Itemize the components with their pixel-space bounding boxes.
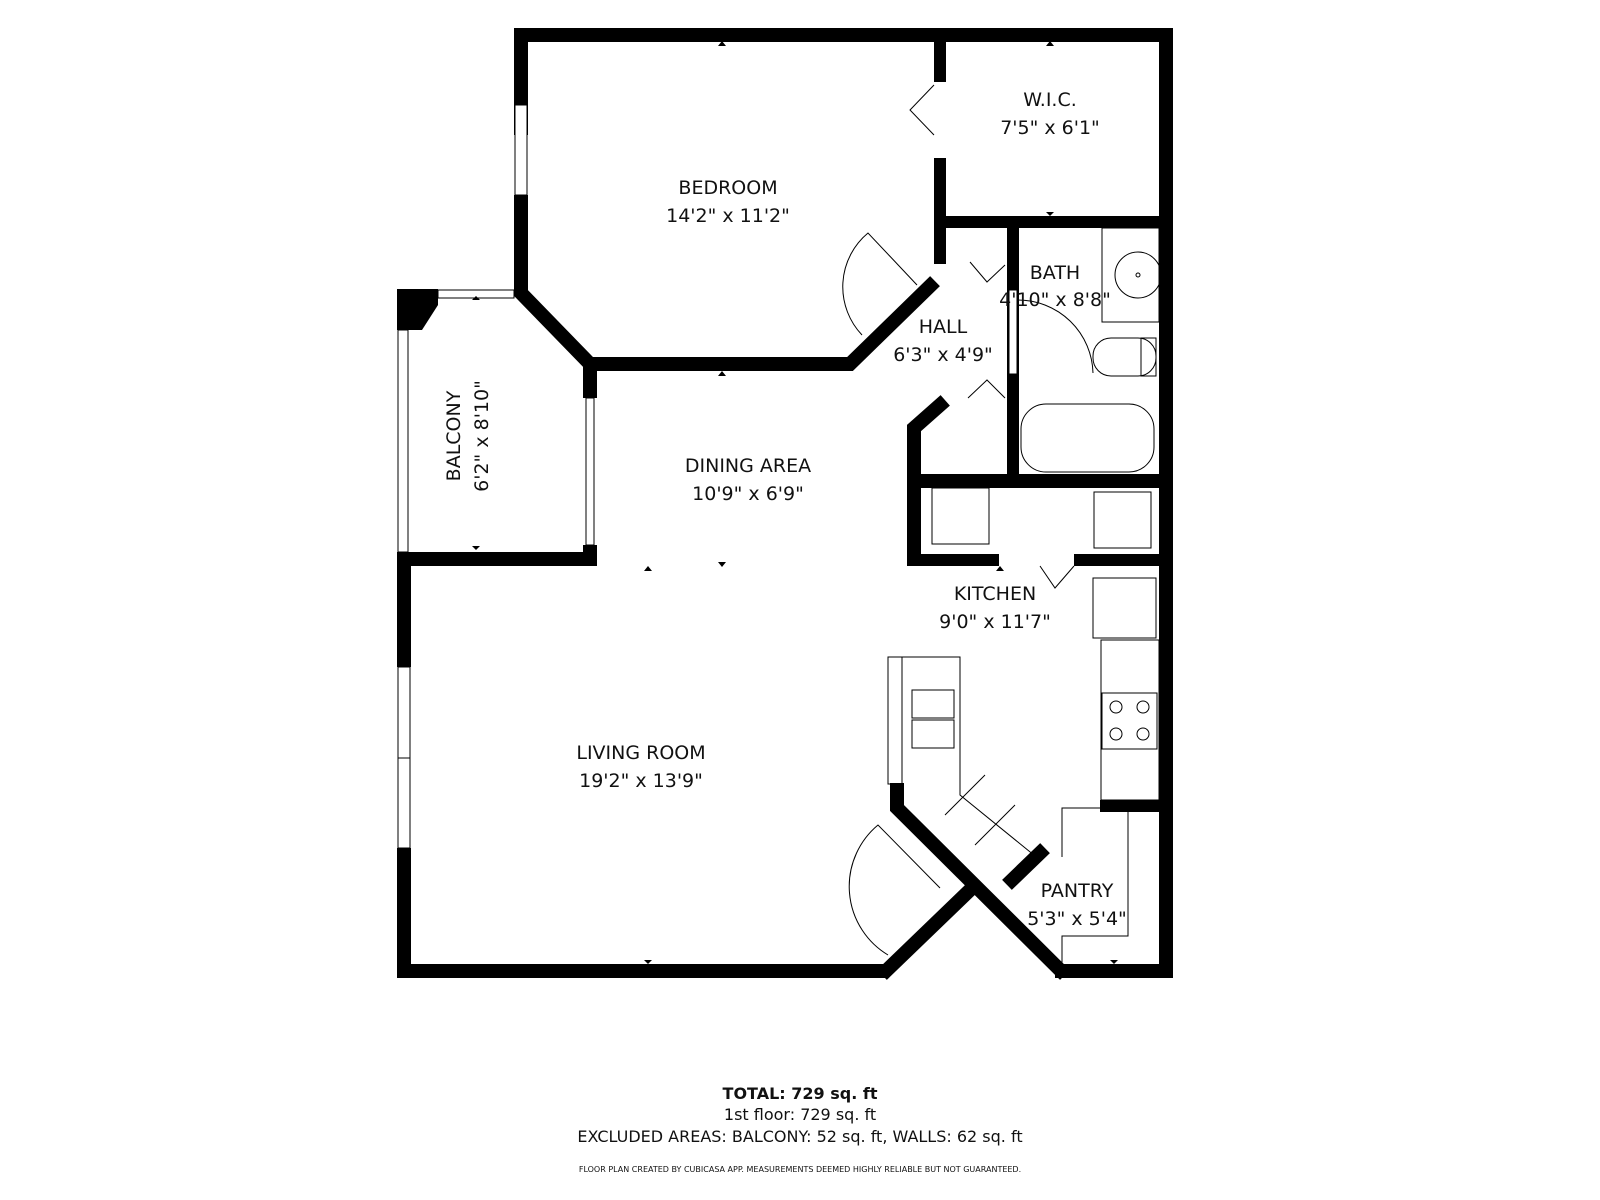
measurement-markers [472, 41, 1118, 964]
room-labels: BEDROOM 14'2" x 11'2" W.I.C. 7'5" x 6'1"… [443, 89, 1127, 930]
room-name-bedroom: BEDROOM [678, 177, 777, 199]
room-dim-wic: 7'5" x 6'1" [1000, 117, 1100, 139]
room-name-kitchen: KITCHEN [954, 583, 1036, 605]
room-dim-hall: 6'3" x 4'9" [893, 344, 993, 366]
room-dim-kitchen: 9'0" x 11'7" [939, 611, 1051, 633]
room-dim-bedroom: 14'2" x 11'2" [666, 205, 790, 227]
room-dim-balcony: 6'2" x 8'10" [471, 380, 493, 492]
fixtures [887, 227, 1162, 964]
room-dim-pantry: 5'3" x 5'4" [1027, 908, 1127, 930]
room-name-balcony: BALCONY [443, 390, 465, 481]
room-name-bath: BATH [1030, 262, 1080, 284]
excluded-areas: EXCLUDED AREAS: BALCONY: 52 sq. ft, WALL… [577, 1127, 1023, 1146]
room-name-living: LIVING ROOM [576, 742, 705, 764]
room-name-wic: W.I.C. [1023, 89, 1077, 111]
disclaimer: FLOOR PLAN CREATED BY CUBICASA APP. MEAS… [578, 1165, 1022, 1174]
floor-1-area: 1st floor: 729 sq. ft [723, 1105, 877, 1124]
room-dim-bath: 4'10" x 8'8" [999, 289, 1111, 311]
room-dim-dining: 10'9" x 6'9" [692, 483, 804, 505]
room-name-hall: HALL [919, 316, 968, 338]
room-dim-living: 19'2" x 13'9" [579, 770, 703, 792]
doors [842, 84, 1094, 956]
room-name-dining: DINING AREA [685, 455, 811, 477]
walls [397, 28, 1173, 980]
room-name-pantry: PANTRY [1041, 880, 1114, 902]
total-area: TOTAL: 729 sq. ft [722, 1084, 878, 1103]
windows [397, 104, 1018, 849]
